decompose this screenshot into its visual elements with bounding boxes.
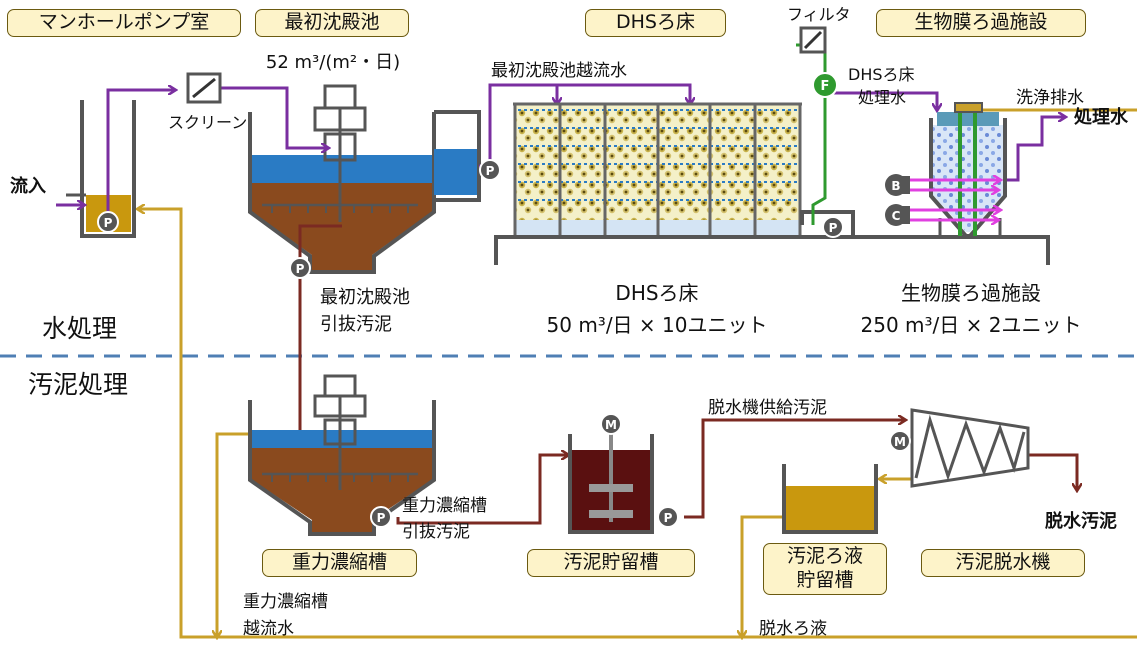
manhole-pump-chamber [66,100,136,238]
primary-clarifier-tank [248,84,481,274]
screen-unit [186,72,222,104]
tag-dhs: DHSろ床 [585,9,726,37]
tag-manhole-pump: マンホールポンプ室 [7,9,241,37]
tag-dewatering: 汚泥脱水機 [921,549,1085,577]
dewatering-machine [910,408,1030,488]
tag-filtrate-line2: 貯留槽 [796,569,854,591]
dhs-filter-bed [494,102,1050,265]
tag-biofilm: 生物膜ろ過施設 [876,9,1086,37]
return-lines [138,108,1137,637]
tag-filtrate-storage: 汚泥ろ液 貯留槽 [763,543,887,595]
air-lines [906,180,1000,220]
tag-sludge-storage: 汚泥貯留槽 [527,549,695,577]
filter-line [796,26,827,225]
sludge-storage-tank [568,430,654,534]
biofilm-filtration-tank [929,102,1007,238]
blowers [885,174,910,226]
tag-gravity-thickener: 重力濃縮槽 [262,549,417,577]
tag-filtrate-line1: 汚泥ろ液 [786,545,863,567]
tag-primary-clarifier: 最初沈殿池 [255,9,409,37]
gravity-thickener-tank [248,374,436,536]
filtrate-storage-tank [782,464,878,534]
